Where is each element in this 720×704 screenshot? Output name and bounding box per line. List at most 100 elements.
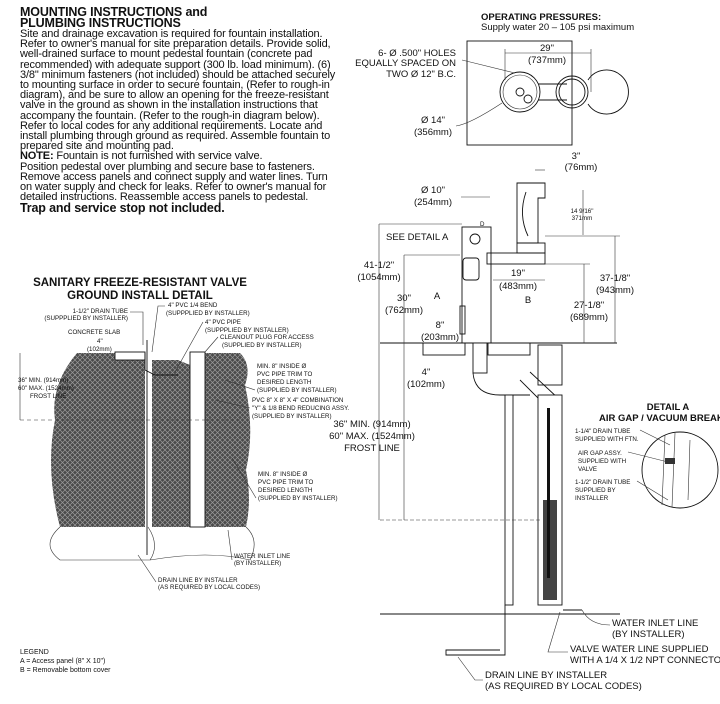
- pipe-trim-2c: DESIRED LENGTH: [258, 487, 312, 494]
- width-dim-value: 29": [540, 43, 554, 54]
- pipe-trim-2a: MIN. 8" INSIDE Ø: [258, 471, 307, 478]
- frost-min-label: 36" MIN. (914mm): [18, 377, 68, 384]
- drain-tube-installer-3: INSTALLER: [575, 495, 609, 502]
- reach-mm: (483mm): [499, 281, 537, 292]
- detail-a-subtitle: AIR GAP / VACUUM BREAKER: [599, 413, 720, 424]
- cleanout-label-1: CLEANOUT PLUG FOR ACCESS: [220, 334, 314, 341]
- detail-a-title: DETAIL A: [647, 402, 690, 413]
- holes-label-1: 6- Ø .500" HOLES: [378, 48, 456, 59]
- note-text: Fountain is not furnished with service v…: [53, 150, 263, 163]
- soil-middle: [152, 360, 190, 527]
- pipe-trim-1b: PVC PIPE TRIM TO: [257, 371, 313, 378]
- frost-max: 60" MAX. (1524mm): [329, 431, 415, 442]
- cover-label-b: B: [525, 295, 531, 306]
- panel-offset-mm: (203mm): [421, 332, 459, 343]
- cleanout-label-2: (SUPPLIED BY INSTALLER): [222, 342, 302, 349]
- drain-tube-label-2: (SUPPPLIED BY INSTALLER): [44, 315, 128, 322]
- reach-value: 19": [511, 268, 525, 279]
- pipe-trim-2b: PVC PIPE TRIM TO: [258, 479, 314, 486]
- concrete-slab: [422, 342, 466, 356]
- valve-assembly: [462, 257, 480, 281]
- water-inlet-label-2: (BY INSTALLER): [234, 560, 281, 567]
- diameter-dim-value: Ø 14": [421, 115, 445, 126]
- pipe-label-2: (SUPPPLIED BY INSTALLER): [205, 327, 289, 334]
- drain-line-label-2: (AS REQUIRED BY LOCAL CODES): [158, 584, 260, 591]
- diameter-dim-mm: (356mm): [414, 127, 452, 138]
- drain-line-label-1: DRAIN LINE BY INSTALLER: [158, 577, 238, 584]
- panel-offset-value: 8": [436, 320, 445, 331]
- drain-tube-ftn-2: SUPPLIED WITH FTN.: [575, 436, 639, 443]
- bowl-arm: [486, 252, 546, 265]
- legend-title: LEGEND: [20, 649, 49, 656]
- top-view: 29" (737mm) 6- Ø .500" HOLES EQUALLY SPA…: [355, 40, 629, 146]
- slab-depth-value: 4": [422, 367, 431, 378]
- lower-height-mm: (762mm): [385, 305, 423, 316]
- valve-line-1: VALVE WATER LINE SUPPLIED: [570, 644, 709, 655]
- bowl-height-mm: 371mm: [572, 215, 593, 222]
- air-gap-1: AIR GAP ASSY.: [578, 450, 622, 457]
- valve-hole: [523, 94, 533, 104]
- bubbler-icon: [469, 233, 481, 245]
- soil-left: [51, 353, 145, 527]
- legend: LEGEND A = Access panel (8" X 10") B = R…: [20, 649, 111, 674]
- pipe-trim-1c: DESIRED LENGTH: [257, 379, 311, 386]
- slab-depth-mm: (102mm): [407, 379, 445, 390]
- valve-detail-title: SANITARY FREEZE-RESISTANT VALVE: [33, 277, 247, 289]
- lower-height-value: 30": [397, 293, 411, 304]
- combination-3: (SUPPLIED BY INSTALLER): [252, 413, 332, 420]
- slab-depth-label-2: (102mm): [87, 346, 112, 353]
- panel-label-a: A: [434, 291, 441, 302]
- valve-detail-labels: 1-1/2" DRAIN TUBE (SUPPPLIED BY INSTALLE…: [18, 302, 349, 591]
- valve-line-2: WITH A 1/4 X 1/2 NPT CONNECTOR: [570, 655, 720, 666]
- access-panel-a: [459, 305, 466, 335]
- note-label: NOTE:: [20, 150, 54, 163]
- instructions-title-1: MOUNTING INSTRUCTIONS and: [20, 5, 208, 19]
- drain-tube-ftn-1: 1-1/4" DRAIN TUBE: [575, 428, 630, 435]
- pipe-trim-1a: MIN. 8" INSIDE Ø: [257, 363, 306, 370]
- pipe-trim-2d: (SUPPLIED BY INSTALLER): [258, 495, 338, 502]
- drain-line-elbow: [445, 605, 506, 656]
- drain-tube-installer-2: SUPPLIED BY: [575, 487, 616, 494]
- pedestal-base-circle: [499, 71, 541, 113]
- drain-pipe: [504, 394, 514, 606]
- water-inlet-1: WATER INLET LINE: [612, 618, 698, 629]
- drain-tube-installer-1: 1-1/2" DRAIN TUBE: [575, 479, 630, 486]
- overall-height-mm: (1054mm): [357, 272, 400, 283]
- width-dim-mm: (737mm): [528, 55, 566, 66]
- frost-line-label: FROST LINE: [30, 393, 66, 400]
- drain-line-2: (AS REQUIRED BY LOCAL CODES): [485, 681, 642, 692]
- pedestal-body: [461, 226, 492, 344]
- overall-height-value: 41-1/2": [364, 260, 394, 271]
- mounting-pad-outline: [466, 40, 573, 146]
- drain-hole: [515, 87, 525, 97]
- instructions-title-2: PLUMBING INSTRUCTIONS: [20, 16, 181, 30]
- valve-ground-detail: SANITARY FREEZE-RESISTANT VALVE GROUND I…: [18, 277, 349, 591]
- pipe-trim-1d: (SUPPLIED BY INSTALLER): [257, 387, 337, 394]
- bottle-filler-circle: [587, 69, 629, 115]
- water-inlet-2: (BY INSTALLER): [612, 629, 685, 640]
- frost-max-label: 60" MAX. (1524mm): [18, 385, 74, 392]
- concrete-slab: [114, 351, 146, 361]
- pedestal-dia-value: Ø 10": [421, 185, 445, 196]
- bottle-filler-tower: [516, 182, 546, 244]
- pressures-text: Supply water 20 – 105 psi maximum: [481, 22, 634, 33]
- bowl-circle: [555, 75, 589, 109]
- slab-depth-label-1: 4": [97, 338, 103, 345]
- cleanout-pipe: [537, 344, 563, 386]
- frost-min: 36" MIN. (914mm): [333, 419, 410, 430]
- instructions-note: NOTE: Fountain is not furnished with ser…: [20, 150, 340, 163]
- rim-height-mm: (689mm): [570, 312, 608, 323]
- soil-right: [205, 353, 251, 527]
- bowl-height-value: 14 9/16": [571, 208, 594, 215]
- mounting-instructions: MOUNTING INSTRUCTIONS and PLUMBING INSTR…: [20, 5, 340, 215]
- air-gap-3: VALVE: [578, 466, 597, 473]
- holes-label-2: EQUALLY SPACED ON: [355, 58, 456, 69]
- pressures-title: OPERATING PRESSURES:: [481, 12, 601, 23]
- pvc-pipe-sleeve: [189, 351, 206, 528]
- valve-detail-subtitle: GROUND INSTALL DETAIL: [67, 290, 213, 302]
- air-gap-2: SUPPLIED WITH: [578, 458, 626, 465]
- detail-a: DETAIL A AIR GAP / VACUUM BREAKER 1-1/4"…: [575, 402, 720, 509]
- legend-item-b: B = Removable bottom cover: [20, 667, 111, 674]
- drain-tube-label-1: 1-1/2" DRAIN TUBE: [73, 308, 128, 315]
- cap-label: D: [480, 221, 485, 228]
